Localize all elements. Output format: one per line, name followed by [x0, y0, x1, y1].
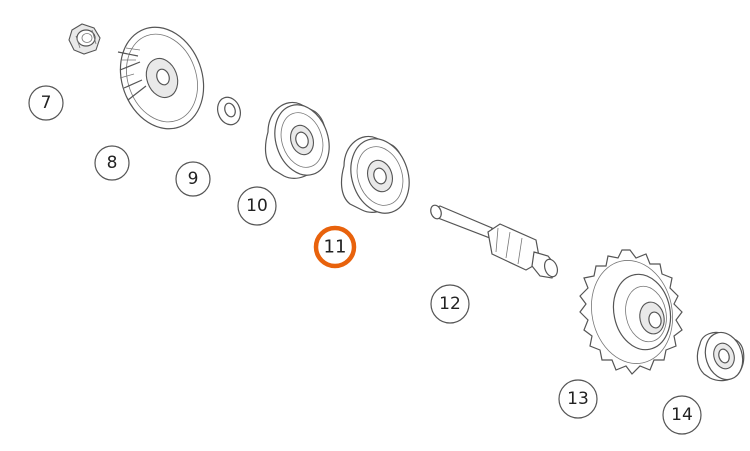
- part-13-gear[interactable]: [579, 249, 683, 375]
- part-14-bearing[interactable]: [696, 328, 748, 385]
- callout-8-label: 8: [107, 153, 118, 173]
- part-8-impeller[interactable]: [107, 15, 218, 140]
- callout-10[interactable]: 10: [237, 186, 277, 226]
- part-10-bearing[interactable]: [264, 98, 338, 183]
- callout-9-label: 9: [188, 169, 199, 189]
- callout-11-highlighted[interactable]: 11: [313, 225, 357, 269]
- highlight-ring: [313, 225, 357, 269]
- callout-13[interactable]: 13: [558, 379, 598, 419]
- callout-14[interactable]: 14: [662, 395, 702, 435]
- callout-12-label: 12: [439, 294, 461, 314]
- part-12-shaft[interactable]: [429, 204, 560, 279]
- callout-11-label: 11: [324, 237, 347, 258]
- callout-7-label: 7: [41, 93, 52, 113]
- callout-7[interactable]: 7: [28, 85, 64, 121]
- callout-8[interactable]: 8: [94, 145, 130, 181]
- callout-12[interactable]: 12: [430, 284, 470, 324]
- part-11-bearing[interactable]: [340, 131, 419, 221]
- callout-9[interactable]: 9: [175, 161, 211, 197]
- callout-10-label: 10: [246, 196, 268, 216]
- part-9-washer[interactable]: [214, 94, 244, 128]
- callout-14-label: 14: [671, 405, 693, 425]
- callout-13-label: 13: [567, 389, 589, 409]
- part-7-nut[interactable]: [68, 23, 101, 55]
